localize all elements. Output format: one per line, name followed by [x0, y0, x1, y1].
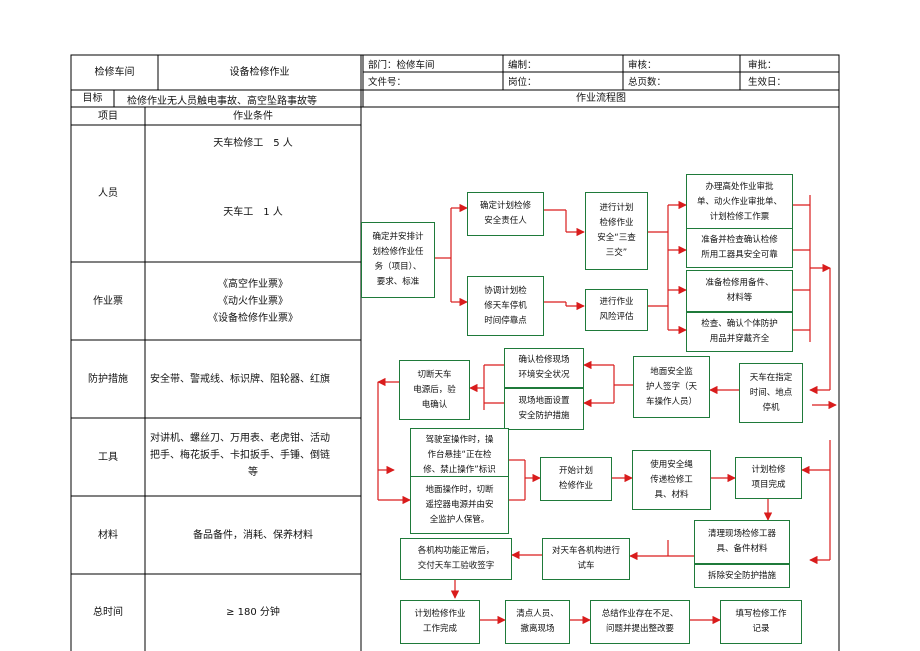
- row-item-protection: 防护措施: [88, 373, 128, 385]
- flow-step-acceptance-sign: 各机构功能正常后， 交付天车工验收签字: [400, 538, 512, 580]
- flow-step-prepare-parts: 准备检修用备件、 材料等: [686, 270, 793, 312]
- protection-line-1: 安全带、警戒线、标识牌、阻轮器、红旗: [150, 374, 330, 385]
- flow-step-evacuate: 清点人员、 撤离现场: [505, 600, 570, 644]
- flow-step-assign-task: 确定并安排计 划检修作业任 务（项目）、 要求、标准: [361, 222, 435, 298]
- post-label: 岗位：: [508, 77, 537, 88]
- approve-label: 审批：: [748, 60, 777, 71]
- flow-step-ground-protection: 现场地面设置 安全防护措施: [504, 388, 584, 430]
- flow-step-three-checks: 进行计划 检修作业 安全“三查 三交”: [585, 192, 648, 270]
- job-title-cell: 设备检修作业: [229, 67, 290, 78]
- flow-step-work-complete: 计划检修作业 工作完成: [400, 600, 480, 644]
- permit-line-3: 《设备检修作业票》: [208, 313, 298, 324]
- row-item-total-time: 总时间: [93, 607, 123, 618]
- flow-step-ground-guard-sign: 地面安全监 护人签字（天 车操作人员）: [633, 356, 710, 418]
- goal-text: 检修作业无人员触电事故、高空坠路事故等: [127, 96, 317, 107]
- tools-line-2: 把手、梅花扳手、卡扣扳手、手锤、倒链: [150, 450, 330, 461]
- flow-step-summary: 总结作业存在不足、 问题并提出整改要: [590, 600, 690, 644]
- flow-step-cut-power: 切断天车 电源后，验 电确认: [399, 360, 470, 420]
- flow-step-risk-assessment: 进行作业 风险评估: [585, 289, 648, 331]
- row-item-materials: 材料: [98, 529, 118, 541]
- flow-title: 作业流程图: [576, 93, 626, 104]
- flow-step-clean-site: 清理现场检修工器 具、备件材料: [694, 520, 790, 564]
- permit-line-1: 《高空作业票》: [218, 279, 288, 290]
- flow-step-test-run: 对天车各机构进行 试车: [542, 538, 630, 580]
- flow-step-check-tools: 准备并检查确认检修 所用工器具安全可靠: [686, 228, 793, 268]
- flow-step-ppe: 检查、确认个体防护 用品并穿戴齐全: [686, 312, 793, 352]
- col-item-header: 项目: [98, 110, 118, 122]
- review-label: 审核：: [628, 60, 657, 71]
- flow-step-crane-stop: 天车在指定 时间、地点 停机: [739, 363, 803, 423]
- personnel-line-1: 天车检修工 5 人: [213, 138, 293, 149]
- flow-step-start-work: 开始计划 检修作业: [540, 457, 612, 501]
- flow-step-safety-rope: 使用安全绳 传递检修工 具、材料: [632, 450, 711, 510]
- flow-step-cab-operation: 驾驶室操作时，操 作台悬挂“正在检 修、禁止操作”标识: [410, 428, 509, 482]
- row-item-tools: 工具: [98, 451, 118, 463]
- flow-step-remove-protection: 拆除安全防护措施: [694, 564, 790, 588]
- dept-label: 部门：检修车间: [368, 60, 435, 71]
- flow-step-record: 填写检修工作 记录: [720, 600, 802, 644]
- effective-label: 生效日：: [748, 77, 787, 88]
- row-item-permits: 作业票: [93, 295, 123, 307]
- flow-step-items-complete: 计划检修 项目完成: [735, 457, 802, 499]
- flow-step-ground-operation: 地面操作时，切断 遥控器电源并由安 全监护人保管。: [410, 476, 509, 534]
- row-item-personnel: 人员: [98, 188, 118, 199]
- flow-step-safety-owner: 确定计划检修 安全责任人: [467, 192, 544, 236]
- goal-label: 目标: [82, 93, 103, 104]
- flow-step-coordinate-stop: 协调计划检 修天车停机 时间停靠点: [467, 276, 544, 336]
- compile-label: 编制：: [508, 60, 537, 71]
- tools-line-3: 等: [248, 467, 258, 478]
- pages-label: 总页数：: [628, 77, 667, 88]
- workshop-cell: 检修车间: [94, 67, 135, 78]
- personnel-line-2: 天车工 1 人: [223, 207, 283, 218]
- col-condition-header: 作业条件: [233, 110, 273, 122]
- flow-step-permits: 办理高处作业审批 单、动火作业审批单、 计划检修工作票: [686, 174, 793, 230]
- doc-no-label: 文件号：: [368, 77, 407, 88]
- tools-line-1: 对讲机、螺丝刀、万用表、老虎钳、活动: [150, 433, 330, 444]
- flow-step-confirm-environment: 确认检修现场 环境安全状况: [504, 348, 584, 388]
- total-time-value: ≥ 180 分钟: [226, 607, 280, 618]
- permit-line-2: 《动火作业票》: [218, 296, 288, 307]
- materials-line-1: 备品备件，消耗、保养材料: [193, 529, 313, 541]
